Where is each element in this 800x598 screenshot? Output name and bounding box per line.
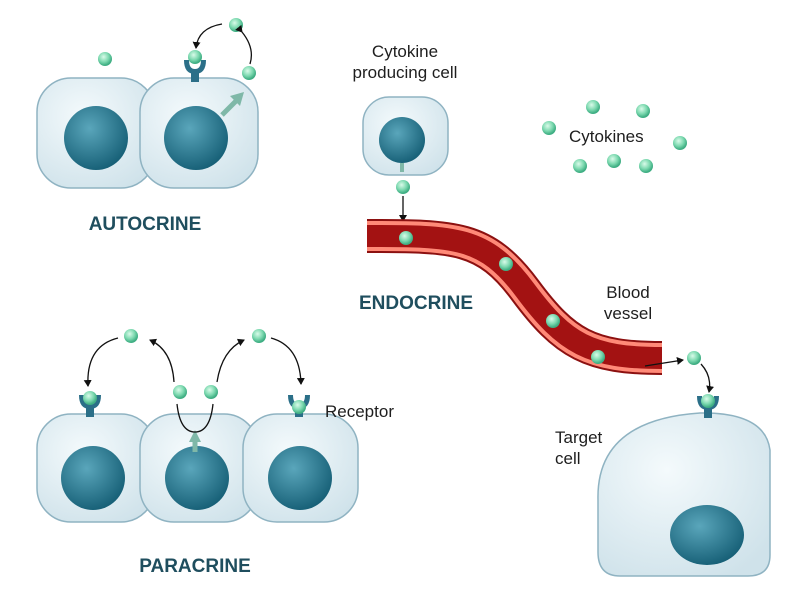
cytokines-legend: Cytokines	[542, 100, 687, 173]
paracrine-arrow	[270, 337, 305, 385]
cytokine-dot	[124, 329, 138, 343]
receptor-icon	[697, 396, 719, 418]
paracrine-arrow	[149, 338, 175, 383]
target-cell-label-1: Target	[555, 428, 603, 447]
cytokine-dot	[83, 391, 97, 405]
autocrine-panel: AUTOCRINE	[36, 18, 259, 235]
cytokine-dot	[573, 159, 587, 173]
endocrine-arrow	[700, 363, 715, 393]
cytokine-dot	[396, 180, 410, 194]
cytokines-label: Cytokines	[569, 127, 644, 146]
cytokine-producing-label-1: Cytokine	[372, 42, 438, 61]
cytokine-dot	[636, 104, 650, 118]
paracrine-nucleus-3	[268, 446, 332, 510]
receptor-label: Receptor	[325, 402, 394, 421]
cytokine-dot	[639, 159, 653, 173]
cytokine-dot	[673, 136, 687, 150]
cytokine-dot	[687, 351, 701, 365]
autocrine-title: AUTOCRINE	[89, 214, 202, 235]
endocrine-arrow	[644, 356, 684, 367]
paracrine-nucleus-1	[61, 446, 125, 510]
receptor-icon	[184, 60, 206, 82]
autocrine-arrow	[235, 24, 253, 65]
paracrine-arrow	[176, 403, 214, 433]
cytokine-dot	[242, 66, 256, 80]
cytokine-dot	[229, 18, 243, 32]
autocrine-nucleus-right	[164, 106, 228, 170]
blood-vessel-label-2: vessel	[604, 304, 652, 323]
cytokine-dot	[586, 100, 600, 114]
cytokine-dot	[252, 329, 266, 343]
paracrine-nucleus-2	[165, 446, 229, 510]
paracrine-title: PARACRINE	[139, 556, 251, 577]
cytokine-dot	[701, 394, 715, 408]
cytokine-dot	[204, 385, 218, 399]
cytokine-producing-label-2: producing cell	[353, 63, 458, 82]
cytokine-dot	[292, 400, 306, 414]
target-cell-label-2: cell	[555, 449, 581, 468]
cytokine-dot	[499, 257, 513, 271]
blood-vessel-label-1: Blood	[606, 283, 649, 302]
paracrine-arrow	[216, 338, 245, 383]
cytokine-dot	[399, 231, 413, 245]
cytokine-dot	[591, 350, 605, 364]
cytokine-dot	[98, 52, 112, 66]
endocrine-title: ENDOCRINE	[359, 293, 473, 314]
cytokine-dot	[607, 154, 621, 168]
target-cell-nucleus	[670, 505, 744, 565]
cytokine-dot	[173, 385, 187, 399]
endocrine-panel: Cytokine producing cell ENDOCRINE Blood …	[353, 42, 771, 577]
autocrine-arrow	[192, 23, 223, 49]
receptor-icon	[79, 395, 101, 417]
cytokine-dot	[546, 314, 560, 328]
paracrine-arrow	[83, 337, 119, 387]
cytokine-dot	[542, 121, 556, 135]
cytokine-dot	[188, 50, 202, 64]
producing-cell-nucleus	[379, 117, 425, 163]
autocrine-nucleus-left	[64, 106, 128, 170]
paracrine-panel: PARACRINE Receptor	[36, 329, 394, 577]
